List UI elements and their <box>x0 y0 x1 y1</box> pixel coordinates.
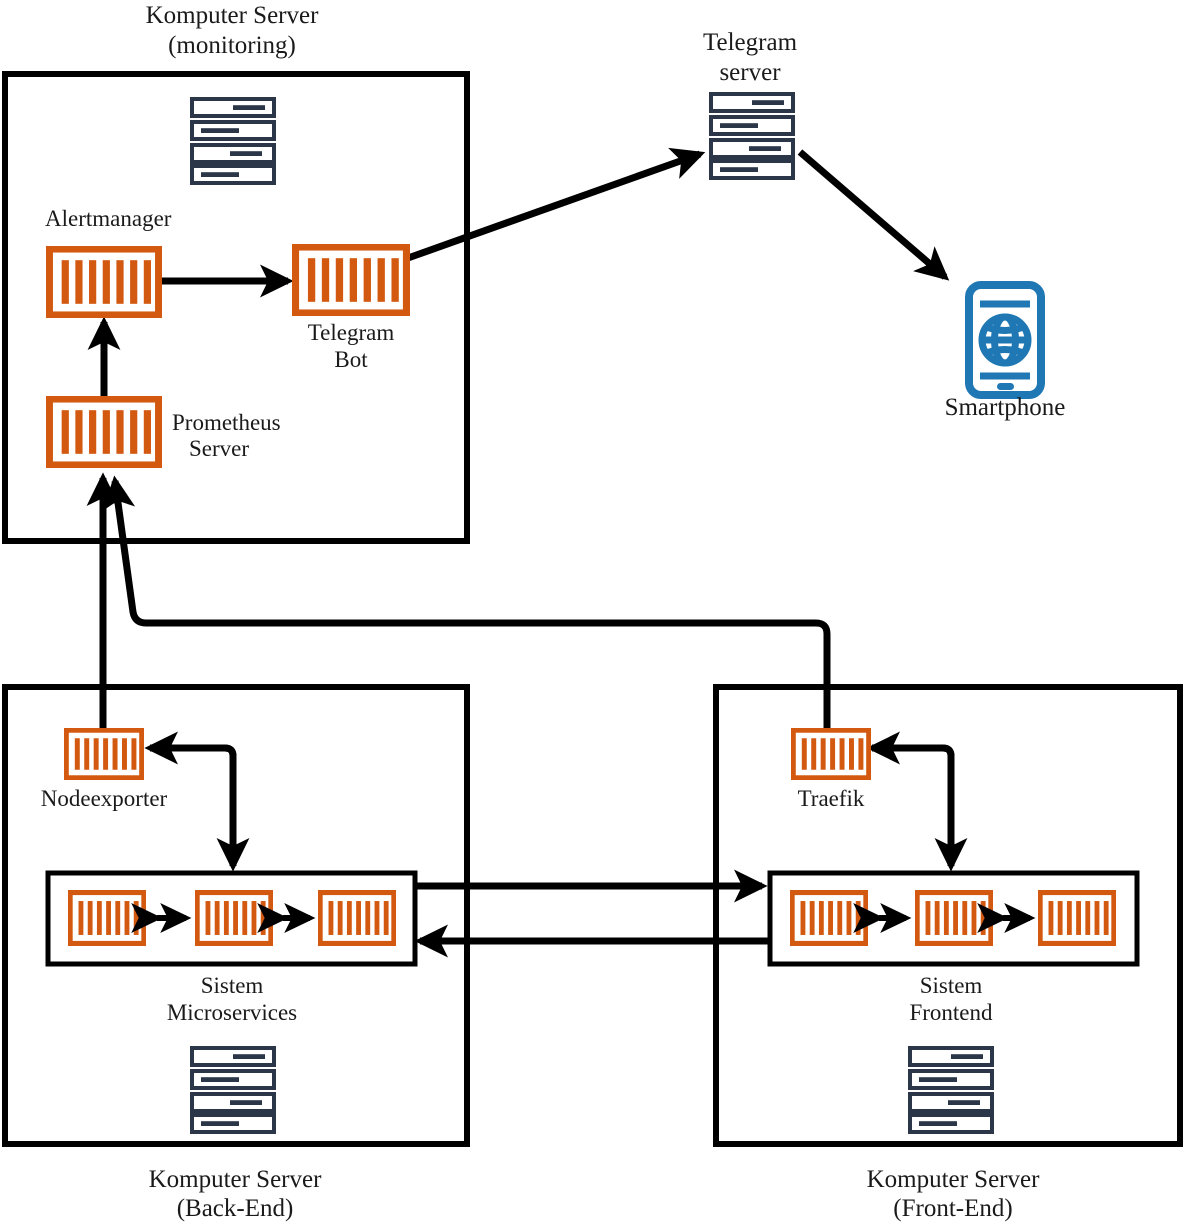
edge-traefik-to-prometheus <box>102 475 831 730</box>
monitoring-title-line1: Komputer Server <box>146 2 320 29</box>
prometheus-label-line1: Prometheus <box>172 410 281 435</box>
nodeexporter-label: Nodeexporter <box>41 786 168 811</box>
prometheus-label-line2: Server <box>189 436 249 461</box>
edge-telegrambot-to-telegramserver <box>406 147 706 262</box>
container-icon[interactable] <box>49 249 158 314</box>
edge-traefik-to-frontend <box>872 744 968 872</box>
container-icon[interactable] <box>296 247 407 312</box>
sistem-frontend-label: Sistem Frontend <box>909 973 993 1025</box>
backend-title-line1: Komputer Server <box>149 1166 323 1193</box>
telegram-bot-label-line1: Telegram <box>308 320 395 345</box>
frontend-title-line1: Komputer Server <box>867 1166 1041 1193</box>
container-icon[interactable] <box>49 399 158 464</box>
telegram-server-label-line2: server <box>719 59 781 86</box>
server-rack-icon <box>908 1046 994 1134</box>
server-rack-icon <box>709 92 795 180</box>
container-icon[interactable] <box>320 893 393 944</box>
frontend-label-line2: Frontend <box>909 1000 993 1025</box>
frontend-title-line2: (Front-End) <box>893 1195 1012 1222</box>
edge-frontend-to-traefik <box>866 731 955 851</box>
microservices-label-line2: Microservices <box>167 1000 297 1025</box>
zone-frontend-boundary <box>713 684 1183 1147</box>
monitoring-title-line2: (monitoring) <box>168 32 296 59</box>
container-icon[interactable] <box>917 893 990 944</box>
container-icon[interactable] <box>793 730 868 777</box>
frontend-label-line1: Sistem <box>920 973 983 998</box>
telegram-server-title: Telegram server <box>703 29 798 86</box>
prometheus-server-label: Prometheus Server <box>172 410 281 461</box>
container-icon[interactable] <box>1040 893 1113 944</box>
server-rack-icon <box>190 97 276 185</box>
edge-telegramserver-to-smartphone <box>797 149 950 281</box>
zone-monitoring-title: Komputer Server (monitoring) <box>146 2 320 59</box>
zone-backend-title: Komputer Server (Back-End) <box>149 1166 323 1222</box>
smartphone-label: Smartphone <box>945 394 1066 421</box>
backend-title-line2: (Back-End) <box>177 1195 294 1222</box>
container-icon[interactable] <box>197 893 270 944</box>
smartphone-globe-icon <box>969 285 1041 395</box>
telegram-bot-label: Telegram Bot <box>308 320 395 372</box>
telegram-server-label-line1: Telegram <box>703 29 798 56</box>
microservices-label-line1: Sistem <box>201 973 264 998</box>
telegram-bot-label-line2: Bot <box>334 347 368 372</box>
container-icon[interactable] <box>66 730 141 777</box>
container-icon[interactable] <box>792 893 865 944</box>
container-icon[interactable] <box>70 893 143 944</box>
zone-monitoring-boundary <box>2 71 470 544</box>
zone-backend-boundary <box>2 684 470 1147</box>
edge-nodeexporter-to-microservices <box>150 744 250 872</box>
zone-frontend-title: Komputer Server (Front-End) <box>867 1166 1041 1222</box>
sistem-microservices-label: Sistem Microservices <box>167 973 297 1025</box>
traefik-label: Traefik <box>798 786 865 811</box>
server-rack-icon <box>190 1046 276 1134</box>
alertmanager-label: Alertmanager <box>45 206 172 231</box>
